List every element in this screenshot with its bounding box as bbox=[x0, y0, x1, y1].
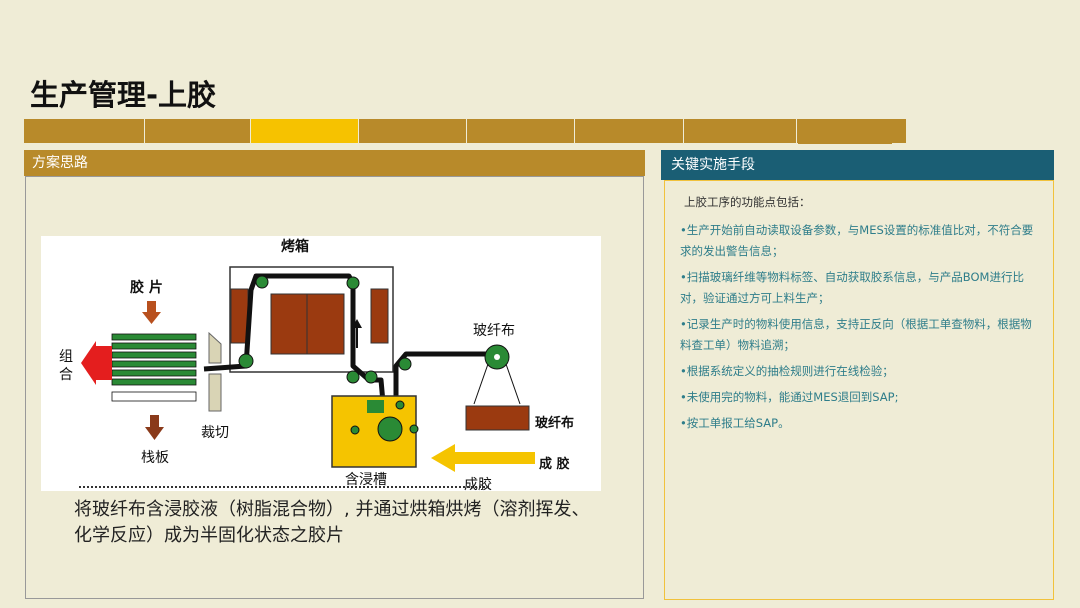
list-item: •生产开始前自动读取设备参数，与MES设置的标准值比对，不符合要求的发出警告信息… bbox=[680, 223, 1034, 258]
glass-cloth-label: 玻纤布 bbox=[473, 323, 515, 339]
impregnation-tank bbox=[331, 395, 419, 468]
combine-arrow-icon bbox=[81, 341, 112, 385]
right-panel-header: 关键实施手段 bbox=[661, 150, 1054, 180]
list-item: •根据系统定义的抽检规则进行在线检验； bbox=[680, 364, 894, 378]
nav-segment-5[interactable] bbox=[467, 119, 575, 143]
rollers bbox=[238, 275, 412, 384]
glue-label: 成胶 bbox=[464, 477, 492, 493]
dotted-divider bbox=[79, 486, 489, 488]
pallet-label: 栈板 bbox=[141, 450, 169, 466]
left-panel-header: 方案思路 bbox=[24, 150, 645, 176]
oven bbox=[229, 266, 394, 373]
prepreg-stack bbox=[111, 333, 197, 402]
cutter-icon bbox=[208, 331, 222, 412]
nav-segment-8[interactable] bbox=[797, 119, 906, 143]
nav-underline bbox=[798, 143, 892, 144]
nav-segment-3-active[interactable] bbox=[251, 119, 359, 143]
cut-label: 裁切 bbox=[201, 425, 229, 441]
list-item: •未使用完的物料，能通过MES退回到SAP; bbox=[680, 390, 899, 404]
process-caption: 将玻纤布含浸胶液（树脂混合物）, 并通过烘箱烘烤（溶剂挥发、化学反应）成为半固化… bbox=[74, 499, 590, 546]
functions-list: •生产开始前自动读取设备参数，与MES设置的标准值比对，不符合要求的发出警告信息… bbox=[680, 220, 1042, 439]
nav-segment-6[interactable] bbox=[575, 119, 684, 143]
glass-cloth-roll-label: 玻纤布 bbox=[535, 416, 575, 431]
prepreg-label: 胶 片 bbox=[130, 280, 163, 296]
glue-arrow-icon bbox=[431, 444, 535, 472]
nav-segment-1[interactable] bbox=[24, 119, 145, 143]
tank-label: 含浸槽 bbox=[345, 472, 387, 488]
glue-arrow-label: 成 胶 bbox=[539, 457, 570, 472]
oven-label: 烤箱 bbox=[281, 239, 309, 255]
nav-segment-7[interactable] bbox=[684, 119, 797, 143]
list-item: •按工单报工给SAP。 bbox=[680, 416, 790, 430]
combine-label: 组合 bbox=[59, 349, 73, 383]
nav-segment-2[interactable] bbox=[145, 119, 251, 143]
list-item: •记录生产时的物料使用信息，支持正反向（根据工单查物料，根据物料查工单）物料追溯… bbox=[680, 317, 1032, 352]
process-diagram: 烤箱 胶 片 组合 栈板 裁切 玻纤布 玻纤布 含浸槽 成胶 成 胶 bbox=[41, 236, 601, 493]
right-panel bbox=[664, 180, 1054, 600]
page-title: 生产管理-上胶 bbox=[30, 78, 217, 112]
glass-cloth-unwind bbox=[465, 344, 530, 431]
down-arrow-icon bbox=[142, 301, 161, 324]
left-panel bbox=[25, 176, 644, 599]
list-item: •扫描玻璃纤维等物料标签、自动获取胶系信息，与产品BOM进行比对，验证通过方可上… bbox=[680, 270, 1024, 305]
nav-segment-4[interactable] bbox=[359, 119, 467, 143]
functions-intro: 上胶工序的功能点包括： bbox=[684, 195, 811, 209]
process-diagram-svg bbox=[81, 266, 535, 472]
pallet-arrow-icon bbox=[145, 415, 164, 440]
